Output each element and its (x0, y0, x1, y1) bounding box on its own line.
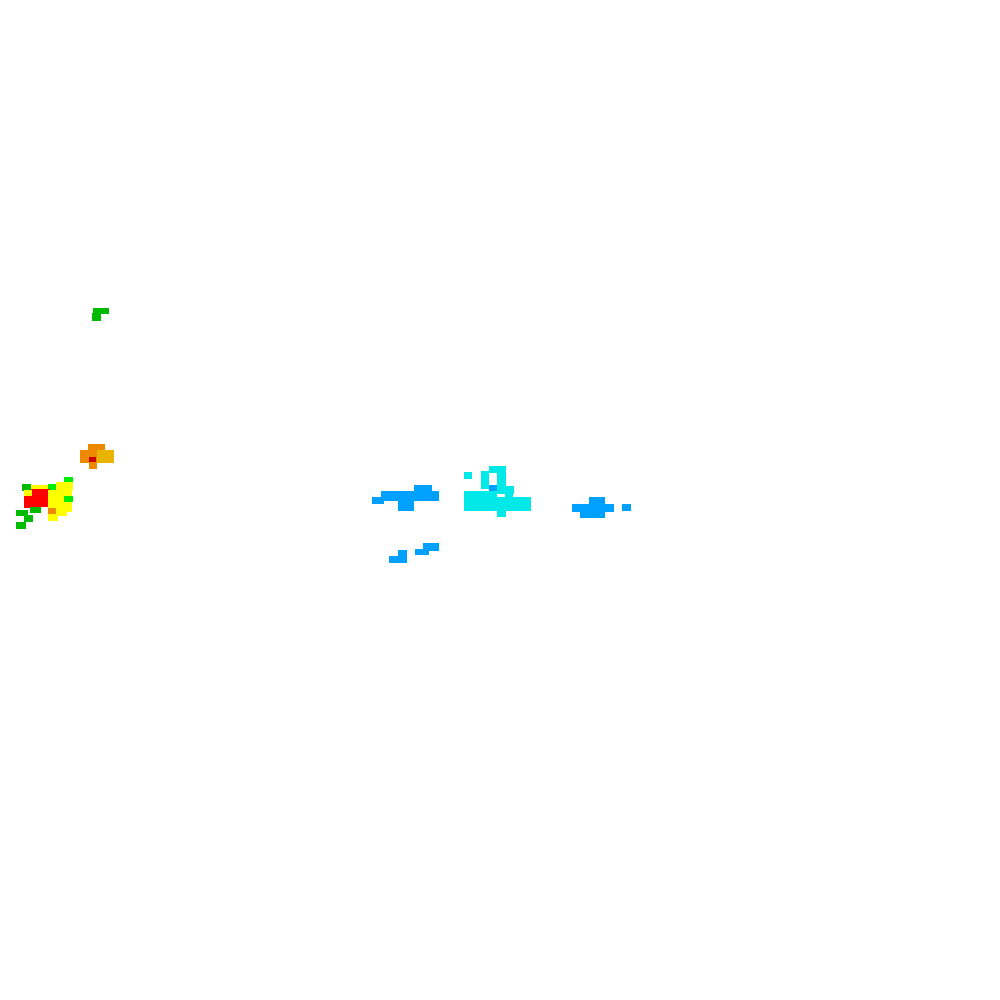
radar-echo-cell (93, 308, 109, 314)
radar-echo-cell (22, 484, 31, 491)
radar-echo-cell (24, 515, 33, 522)
radar-echo-cell (48, 490, 72, 512)
radar-echo-cell (89, 457, 96, 463)
radar-echo-cell (497, 486, 514, 494)
radar-echo-cell (88, 444, 105, 451)
radar-echo-cell (64, 496, 73, 502)
radar-echo-cell (572, 504, 614, 512)
radar-echo-cell (580, 510, 605, 518)
radar-echo-cell (48, 514, 58, 521)
radar-echo-cell (398, 550, 407, 557)
radar-echo-cell (497, 471, 506, 487)
radar-echo-cell (398, 500, 414, 511)
radar-echo-cell (56, 508, 67, 516)
radar-echo-cell (30, 507, 41, 513)
radar-echo-cell (89, 462, 97, 469)
radar-echo-cell (497, 497, 531, 511)
radar-echo-cell (505, 491, 513, 500)
radar-echo-cell (48, 484, 56, 490)
radar-echo-cell (64, 477, 73, 483)
radar-echo-cell (372, 497, 384, 504)
radar-echo-cell (423, 543, 439, 551)
radar-echo-cell (48, 508, 56, 514)
radar-echo-cell (589, 497, 605, 504)
radar-echo-cell (622, 504, 631, 511)
radar-echo-cell (31, 489, 50, 507)
radar-echo-cell (489, 485, 497, 492)
radar-echo-cell (489, 466, 506, 473)
radar-echo-cell (481, 481, 489, 489)
radar-echo-cell (464, 491, 497, 511)
radar-echo-cell (464, 472, 472, 479)
radar-echo-cell (30, 485, 52, 491)
radar-echo-cell (497, 508, 506, 517)
radar-echo-cell (56, 482, 73, 490)
radar-echo-cell (481, 471, 489, 481)
radar-echo-cell (24, 496, 34, 508)
radar-echo-cell (97, 450, 114, 463)
radar-echo-cell (414, 485, 432, 493)
radar-echo-cell (24, 490, 32, 498)
radar-echo-cell (381, 491, 439, 501)
radar-echo-cell (16, 510, 28, 516)
radar-echo-cell (389, 556, 407, 563)
radar-echo-cell (92, 313, 101, 321)
radar-echo-cell (16, 522, 26, 529)
radar-echo-cell (415, 549, 429, 555)
radar-echo-cell (489, 505, 499, 511)
radar-echo-layer (16, 308, 631, 563)
